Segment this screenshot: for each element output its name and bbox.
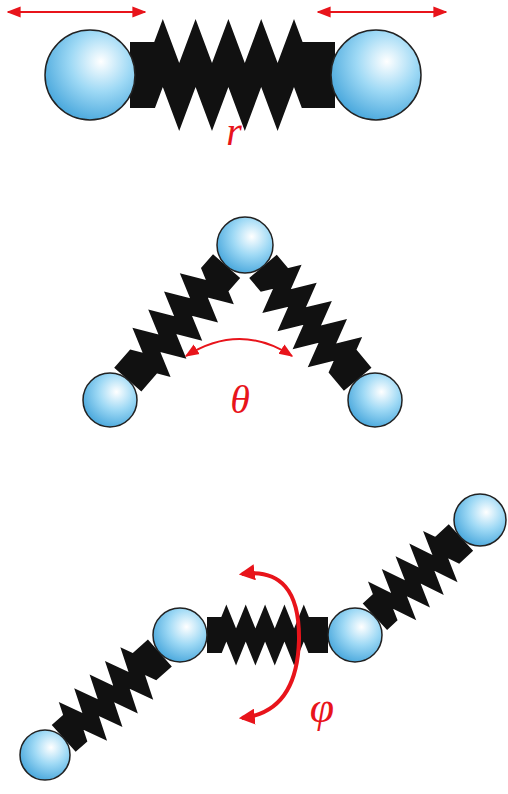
bond-spring [130,53,335,97]
bond-spring [254,259,367,387]
atom-ball [328,608,382,662]
bond-spring [56,644,168,747]
variable-label: φ [310,686,334,730]
atom-ball [20,730,70,780]
atom-ball [331,30,421,120]
bond-spring [207,623,328,647]
variable-label: θ [230,380,250,420]
bond-spring [367,529,469,626]
bond-spring [119,258,236,387]
stretch-arrow [318,11,446,13]
atom-ball [348,373,402,427]
stretch-arrow [8,11,145,13]
atom-ball [217,217,273,273]
atom-ball [45,30,135,120]
atom-ball [83,373,137,427]
atom-ball [153,608,207,662]
atom-ball [454,494,506,546]
variable-label: r [226,112,242,152]
torsion-arrow [242,573,299,718]
angle-arrow [186,339,292,356]
